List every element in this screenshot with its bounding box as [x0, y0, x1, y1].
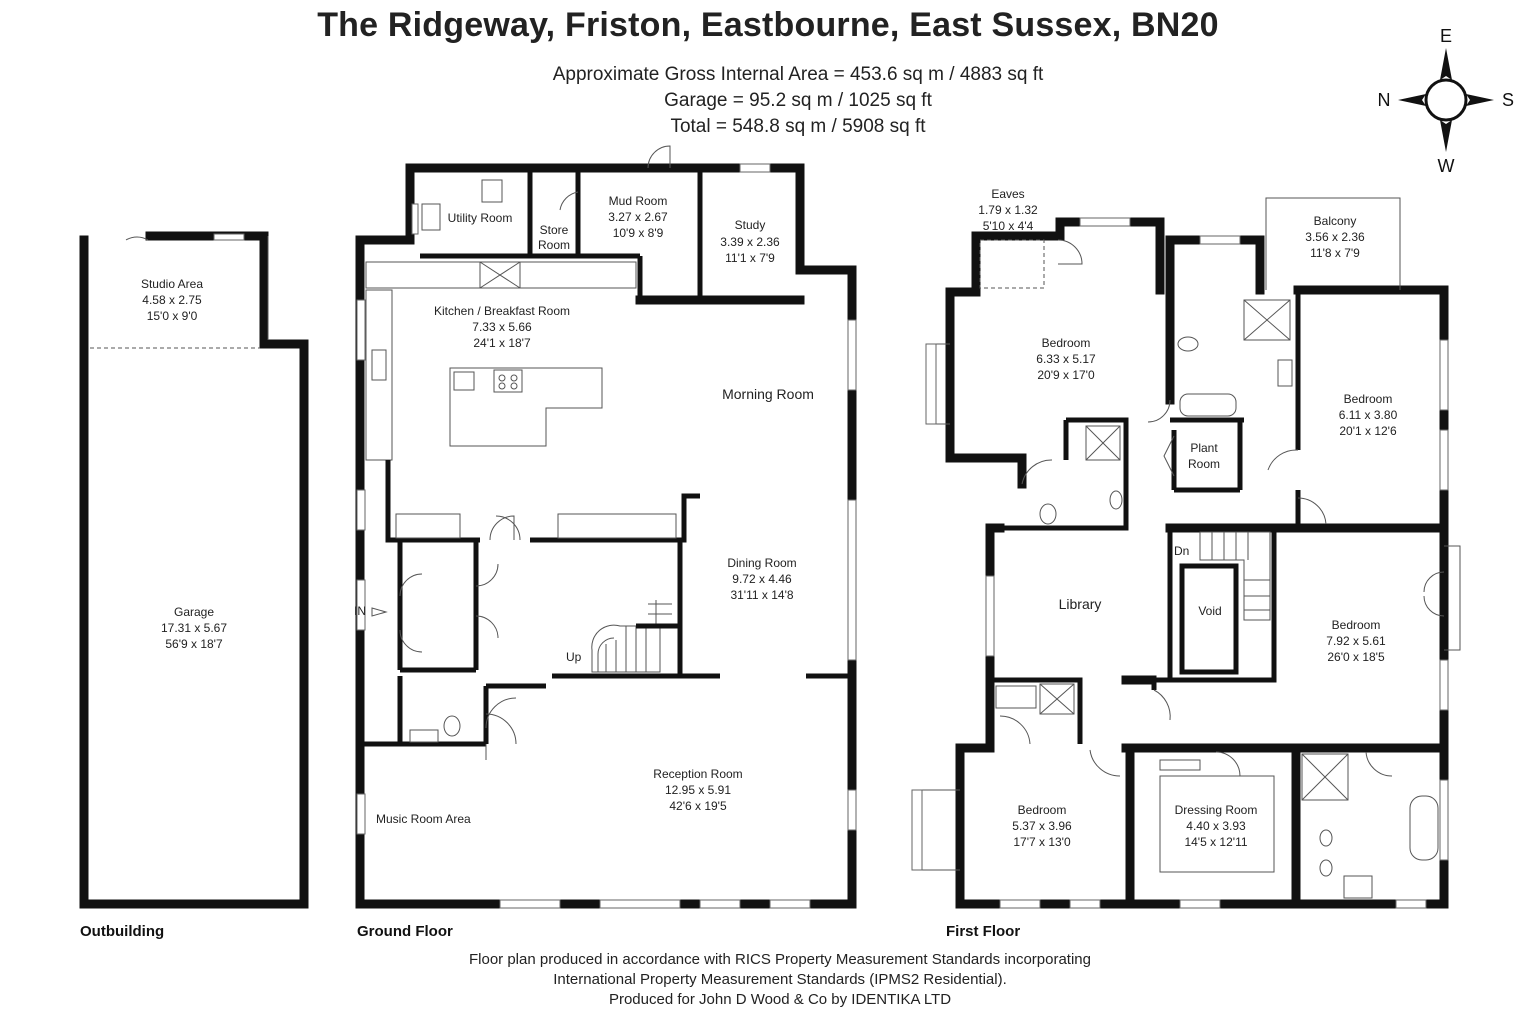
study-imperial: 11'1 x 7'9 — [725, 251, 775, 265]
balcony-name: Balcony — [1314, 214, 1357, 228]
first-floor-plan: Eaves 1.79 x 1.32 5'10 x 4'4 Balcony 3.5… — [911, 187, 1461, 940]
balcony-imperial: 11'8 x 7'9 — [1310, 246, 1360, 260]
reception-room-metric: 12.95 x 5.91 — [665, 783, 731, 797]
bedroom-2-imperial: 20'1 x 12'6 — [1339, 424, 1397, 438]
bedroom-1-name: Bedroom — [1042, 336, 1091, 350]
kitchen-name: Kitchen / Breakfast Room — [434, 304, 570, 318]
bedroom-2-metric: 6.11 x 3.80 — [1339, 408, 1398, 422]
outbuilding-plan: Studio Area 4.58 x 2.75 15'0 x 9'0 Garag… — [79, 231, 309, 940]
plant-room-name-1: Plant — [1190, 441, 1218, 455]
footer-line-3: Produced for John D Wood & Co by IDENTIK… — [608, 991, 952, 1008]
mud-room-imperial: 10'9 x 8'9 — [613, 226, 664, 240]
first-floor-label: First Floor — [946, 923, 1020, 940]
dining-room-imperial: 31'11 x 14'8 — [730, 588, 793, 602]
void-name: Void — [1198, 604, 1221, 618]
mud-room-name: Mud Room — [609, 194, 668, 208]
library-name: Library — [1059, 596, 1102, 612]
compass-east: E — [1440, 26, 1452, 46]
bedroom-1-metric: 6.33 x 5.17 — [1036, 352, 1096, 366]
compass-west: W — [1438, 156, 1455, 176]
stairs-up-label: Up — [566, 650, 582, 664]
garage-metric: 17.31 x 5.67 — [161, 621, 227, 635]
music-room-area-name: Music Room Area — [376, 812, 471, 826]
garage-imperial: 56'9 x 18'7 — [165, 637, 223, 651]
ground-floor-plan: Utility Room Store Room Mud Room 3.27 x … — [354, 145, 857, 940]
eaves-name: Eaves — [991, 187, 1024, 201]
compass-south: S — [1502, 90, 1514, 110]
total-area: Total = 548.8 sq m / 5908 sq ft — [670, 116, 926, 137]
garage-area: Garage = 95.2 sq m / 1025 sq ft — [664, 90, 932, 111]
plant-room-name-2: Room — [1188, 457, 1220, 471]
bedroom-3-metric: 7.92 x 5.61 — [1326, 634, 1386, 648]
footer-line-1: Floor plan produced in accordance with R… — [469, 951, 1091, 968]
eaves-metric: 1.79 x 1.32 — [978, 203, 1038, 217]
dressing-room-metric: 4.40 x 3.93 — [1186, 819, 1246, 833]
bedroom-4-name: Bedroom — [1018, 803, 1067, 817]
dressing-room-name: Dressing Room — [1175, 803, 1258, 817]
bedroom-2-name: Bedroom — [1344, 392, 1393, 406]
morning-room-name: Morning Room — [722, 386, 814, 402]
garage-name: Garage — [174, 605, 214, 619]
compass-rose: E W N S — [1378, 26, 1515, 176]
area-summary: Approximate Gross Internal Area = 453.6 … — [448, 62, 1148, 140]
gross-internal-area: Approximate Gross Internal Area = 453.6 … — [552, 64, 1044, 85]
bedroom-1-imperial: 20'9 x 17'0 — [1037, 368, 1095, 382]
eaves-imperial: 5'10 x 4'4 — [983, 219, 1034, 233]
dining-room-name: Dining Room — [727, 556, 796, 570]
studio-area-name: Studio Area — [141, 277, 203, 291]
dressing-room-imperial: 14'5 x 12'11 — [1184, 835, 1247, 849]
footer-notes: Floor plan produced in accordance with R… — [380, 950, 1180, 1010]
dining-room-metric: 9.72 x 4.46 — [732, 572, 792, 586]
page-title: The Ridgeway, Friston, Eastbourne, East … — [317, 6, 1219, 44]
reception-room-name: Reception Room — [653, 767, 742, 781]
bedroom-3-imperial: 26'0 x 18'5 — [1327, 650, 1385, 664]
store-room-name-1: Store — [540, 223, 569, 237]
outbuilding-label: Outbuilding — [80, 923, 164, 940]
study-metric: 3.39 x 2.36 — [720, 235, 780, 249]
studio-area-imperial: 15'0 x 9'0 — [147, 309, 198, 323]
study-name: Study — [735, 218, 766, 232]
kitchen-imperial: 24'1 x 18'7 — [473, 336, 531, 350]
balcony-metric: 3.56 x 2.36 — [1305, 230, 1365, 244]
footer-line-2: International Property Measurement Stand… — [553, 971, 1007, 988]
ground-floor-label: Ground Floor — [357, 923, 453, 940]
mud-room-metric: 3.27 x 2.67 — [608, 210, 668, 224]
utility-room-name: Utility Room — [448, 211, 513, 225]
entry-label: IN — [354, 604, 366, 618]
bedroom-3-name: Bedroom — [1332, 618, 1381, 632]
stairs-down-label: Dn — [1174, 544, 1189, 558]
bedroom-4-metric: 5.37 x 3.96 — [1012, 819, 1072, 833]
store-room-name-2: Room — [538, 238, 570, 252]
studio-area-metric: 4.58 x 2.75 — [142, 293, 202, 307]
kitchen-metric: 7.33 x 5.66 — [472, 320, 532, 334]
bedroom-4-imperial: 17'7 x 13'0 — [1013, 835, 1071, 849]
compass-north: N — [1378, 90, 1391, 110]
reception-room-imperial: 42'6 x 19'5 — [669, 799, 727, 813]
